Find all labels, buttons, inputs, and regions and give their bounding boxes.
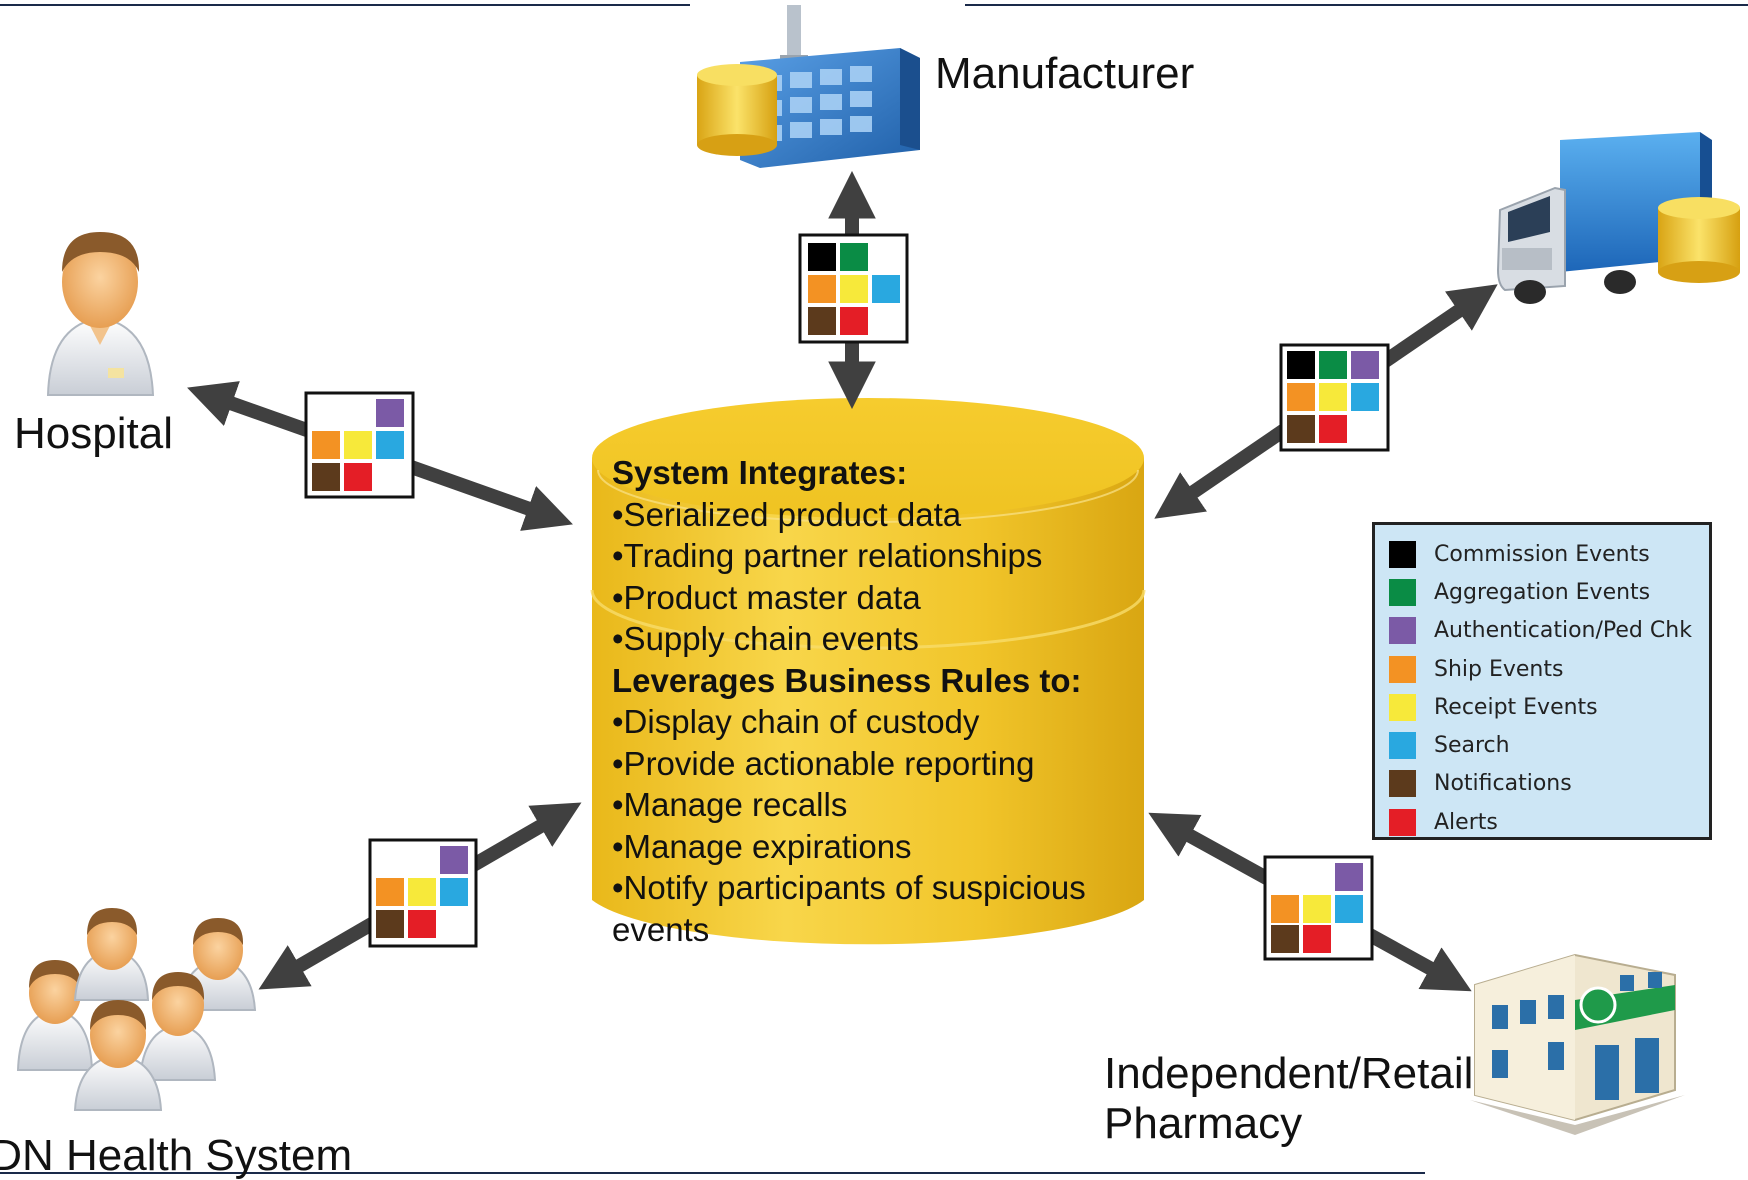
event-legend: Commission Events Aggregation Events Aut… xyxy=(1372,522,1712,840)
legend-row: Commission Events xyxy=(1389,535,1709,573)
integrates-item: •Supply chain events xyxy=(612,620,919,657)
event-box-manufacturer xyxy=(798,233,909,344)
hospital-label: Hospital xyxy=(14,409,173,458)
legend-label: Commission Events xyxy=(1434,541,1650,567)
legend-swatch xyxy=(1389,578,1416,606)
doctor-group-icon xyxy=(16,908,257,1111)
rules-item: •Manage recalls xyxy=(612,786,848,823)
database-text: System Integrates: •Serialized product d… xyxy=(612,452,1152,950)
rules-item: •Notify participants of suspicious xyxy=(612,869,1086,906)
legend-label: Receipt Events xyxy=(1434,694,1598,720)
legend-label: Ship Events xyxy=(1434,656,1564,682)
legend-swatch xyxy=(1389,540,1416,568)
legend-swatch xyxy=(1389,808,1416,836)
pharmacy-building-icon xyxy=(1470,953,1685,1135)
legend-label: Notifications xyxy=(1434,771,1572,797)
top-rule-right xyxy=(965,4,1748,6)
pharmacy-label-line1: Independent/Retail xyxy=(1104,1049,1474,1098)
rules-item: •Provide actionable reporting xyxy=(612,744,1035,782)
factory-icon xyxy=(697,5,920,168)
legend-swatch xyxy=(1389,617,1416,645)
legend-row: Aggregation Events xyxy=(1389,573,1709,611)
doctor-icon xyxy=(46,232,155,396)
legend-row: Authentication/Ped Chk xyxy=(1389,612,1709,650)
legend-row: Notifications xyxy=(1389,765,1709,803)
health-system-label: IDN Health System xyxy=(0,1131,353,1180)
legend-row: Alerts xyxy=(1389,803,1709,841)
event-box-pharmacy xyxy=(1263,855,1374,961)
rules-item: events xyxy=(612,910,710,948)
business-rules-heading: Leverages Business Rules to: xyxy=(612,661,1082,699)
rules-item: •Display chain of custody xyxy=(612,703,980,740)
event-box-health-system xyxy=(368,838,478,948)
legend-label: Search xyxy=(1434,733,1510,759)
manufacturer-label: Manufacturer xyxy=(935,49,1195,98)
legend-swatch xyxy=(1389,693,1416,721)
bottom-rule xyxy=(0,1172,1425,1174)
legend-swatch xyxy=(1389,732,1416,760)
rules-item: •Manage expirations xyxy=(612,827,912,865)
legend-label: Alerts xyxy=(1434,809,1498,835)
legend-label: Aggregation Events xyxy=(1434,579,1651,605)
legend-row: Ship Events xyxy=(1389,650,1709,688)
legend-row: Search xyxy=(1389,726,1709,764)
pharmacy-label-line2: Pharmacy xyxy=(1104,1099,1303,1148)
integrates-item: •Trading partner relationships xyxy=(612,537,1043,574)
legend-swatch xyxy=(1389,655,1416,683)
top-rule xyxy=(0,4,690,6)
legend-swatch xyxy=(1389,770,1416,798)
legend-label: Authentication/Ped Chk xyxy=(1434,618,1692,644)
legend-row: Receipt Events xyxy=(1389,688,1709,726)
integrates-item: •Product master data xyxy=(612,578,921,616)
event-box-hospital xyxy=(304,391,415,499)
integrates-heading: System Integrates: xyxy=(612,454,908,491)
central-database xyxy=(590,398,1146,945)
truck-icon xyxy=(1496,132,1740,304)
event-box-distributor xyxy=(1279,343,1390,452)
integrates-item: •Serialized product data xyxy=(612,495,962,533)
